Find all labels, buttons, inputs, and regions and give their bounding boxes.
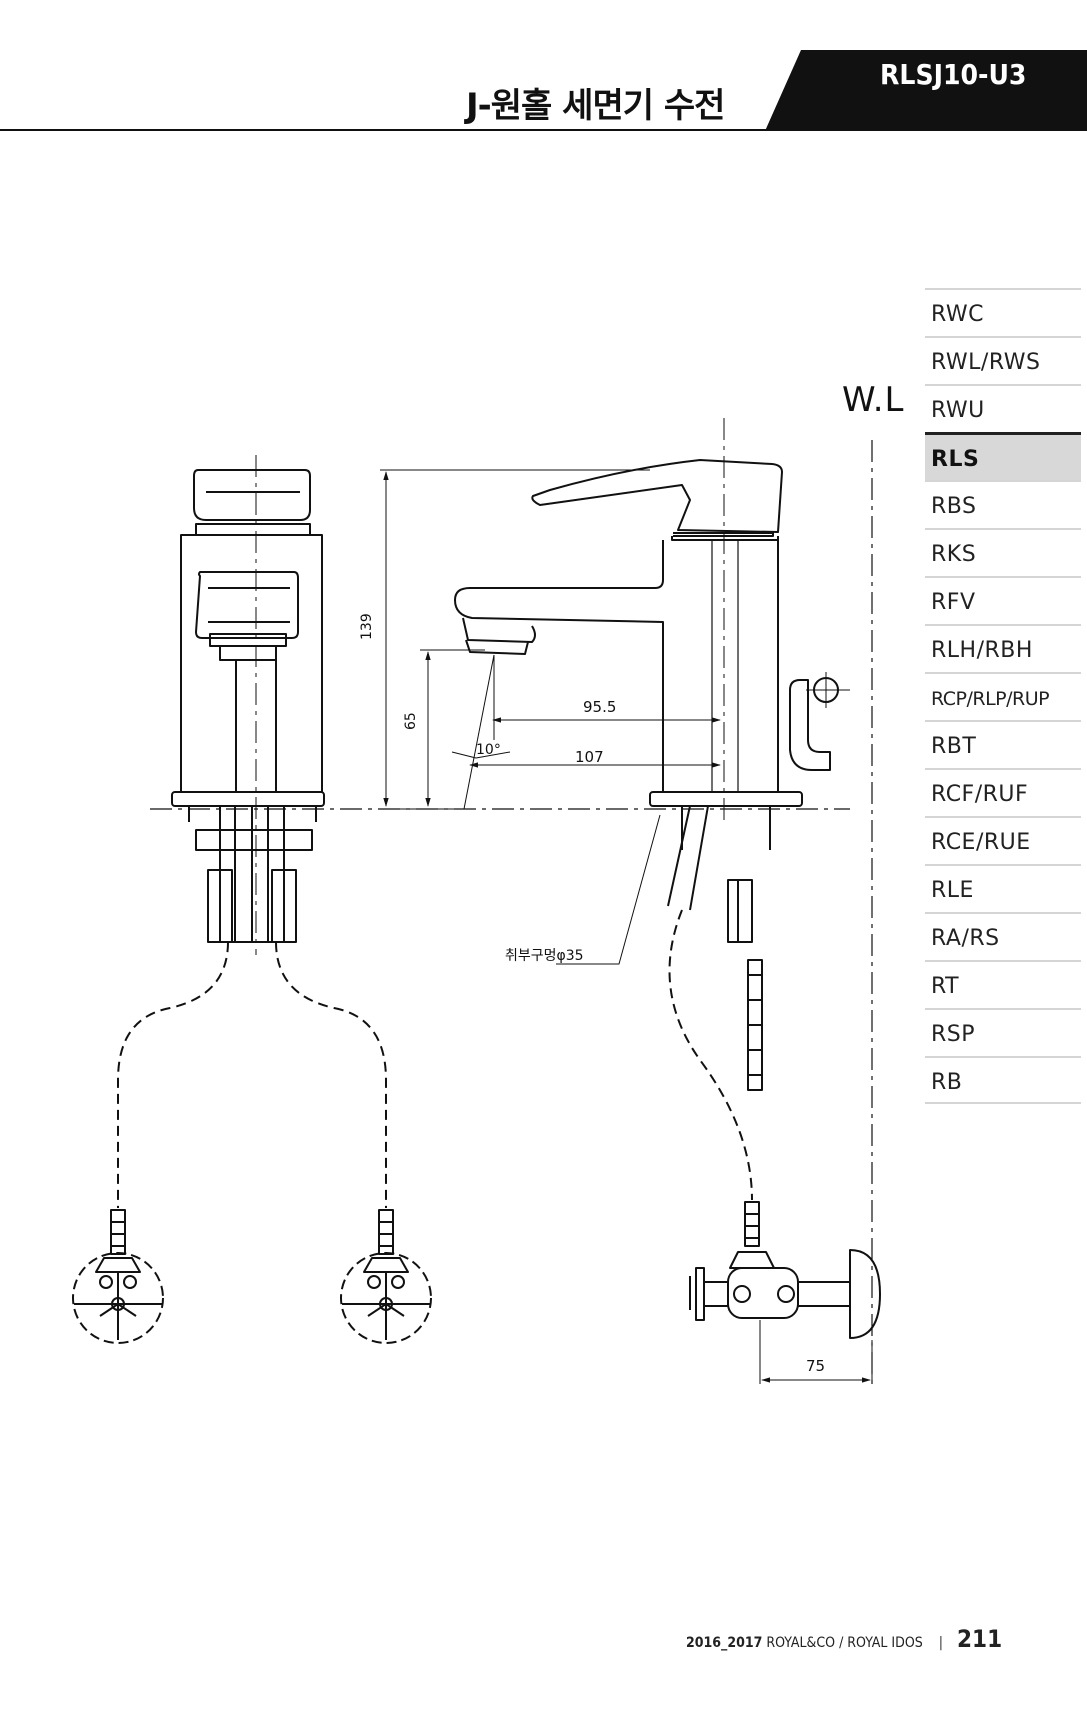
nav-item-rls[interactable]: RLS: [925, 432, 1081, 480]
nav-item-rfv[interactable]: RFV: [925, 576, 1081, 624]
dim-reach-1: 95.5: [583, 698, 616, 716]
nav-item-rcf-ruf[interactable]: RCF/RUF: [925, 768, 1081, 816]
nav-item-label: RKS: [931, 542, 977, 567]
nav-item-label: RWC: [931, 302, 985, 327]
dim-spout-height: 65: [403, 712, 419, 730]
nav-item-rt[interactable]: RT: [925, 960, 1081, 1008]
nav-item-rbs[interactable]: RBS: [925, 480, 1081, 528]
nav-item-rbt[interactable]: RBT: [925, 720, 1081, 768]
nav-item-label: RBS: [931, 494, 977, 519]
nav-item-label: RCP/RLP/RUP: [931, 688, 1050, 710]
nav-item-label: RB: [931, 1070, 963, 1095]
nav-item-label: RA/RS: [931, 926, 1000, 951]
nav-item-label: RCE/RUE: [931, 830, 1031, 855]
nav-item-rce-rue[interactable]: RCE/RUE: [925, 816, 1081, 864]
nav-item-rwl-rws[interactable]: RWL/RWS: [925, 336, 1081, 384]
nav-item-rb[interactable]: RB: [925, 1056, 1081, 1104]
dim-valve-depth: 75: [806, 1357, 825, 1375]
side-view: [380, 418, 881, 1390]
page-number: 211: [957, 1625, 1003, 1653]
footer-separator: |: [938, 1635, 944, 1651]
wall-line-label: W.L: [842, 380, 905, 420]
footer-year: 2016_2017: [686, 1635, 763, 1651]
nav-item-label: RCF/RUF: [931, 782, 1029, 807]
nav-item-label: RT: [931, 974, 960, 999]
nav-item-rks[interactable]: RKS: [925, 528, 1081, 576]
nav-item-label: RBT: [931, 734, 977, 759]
header-rule: [0, 129, 1087, 131]
model-code: RLSJ10-U3: [880, 58, 1027, 91]
nav-item-rwc[interactable]: RWC: [925, 288, 1081, 336]
nav-item-rcp-rlp-rup[interactable]: RCP/RLP/RUP: [925, 672, 1081, 720]
footer-brand: ROYAL&CO / ROYAL IDOS: [766, 1635, 923, 1651]
hole-note: 취부구멍φ35: [505, 948, 584, 964]
nav-item-rlh-rbh[interactable]: RLH/RBH: [925, 624, 1081, 672]
nav-item-label: RLS: [931, 447, 980, 472]
nav-item-label: RWU: [931, 398, 985, 423]
nav-item-label: RLE: [931, 878, 974, 903]
model-code-tab: [765, 50, 1087, 131]
nav-item-ra-rs[interactable]: RA/RS: [925, 912, 1081, 960]
page-title: J-원홀 세면기 수전: [466, 86, 725, 126]
nav-item-label: RSP: [931, 1022, 976, 1047]
front-view: [72, 455, 432, 1344]
nav-item-rsp[interactable]: RSP: [925, 1008, 1081, 1056]
nav-item-label: RFV: [931, 590, 976, 615]
nav-item-rwu[interactable]: RWU: [925, 384, 1081, 432]
dim-reach-2: 107: [575, 748, 604, 766]
category-nav: RWC RWL/RWS RWU RLS RBS RKS RFV RLH/RBH …: [925, 288, 1081, 1104]
angle-label: 10°: [476, 742, 501, 758]
nav-item-label: RWL/RWS: [931, 350, 1041, 375]
page-footer: 2016_2017 ROYAL&CO / ROYAL IDOS | 211: [686, 1625, 1016, 1653]
dim-height-total: 139: [359, 613, 375, 640]
nav-item-label: RLH/RBH: [931, 638, 1033, 663]
nav-item-rle[interactable]: RLE: [925, 864, 1081, 912]
